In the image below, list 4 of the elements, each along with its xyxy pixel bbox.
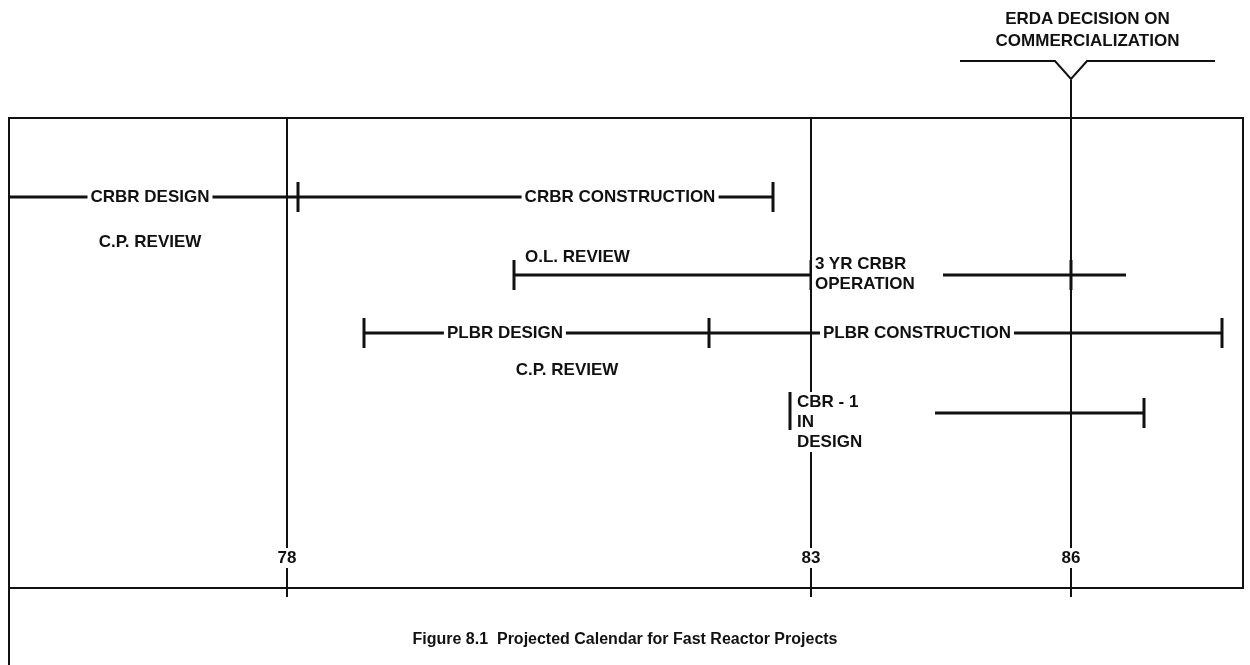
figure-caption: Figure 8.1 Projected Calendar for Fast Reactor Projects: [411, 630, 839, 648]
leader-line: [1070, 79, 1072, 118]
callout-text: ERDA DECISION ON COMMERCIALIZATION: [995, 9, 1180, 50]
decision-year-line: [1070, 117, 1072, 597]
